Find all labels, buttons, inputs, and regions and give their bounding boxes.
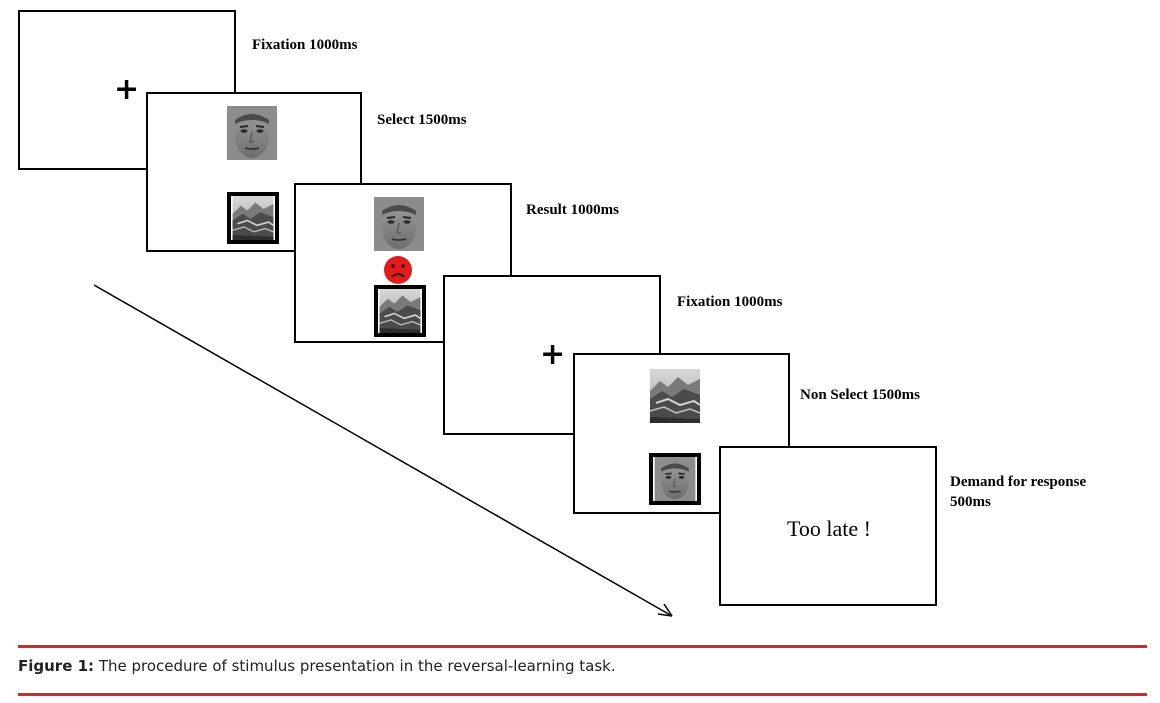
- mountain-stimulus-icon: [374, 285, 426, 337]
- demand-response-screen: Too late !: [719, 446, 937, 606]
- procedure-diagram: + Fixation 1000ms Select 1500ms Result 1…: [18, 10, 1087, 617]
- figure-caption: Figure 1: The procedure of stimulus pres…: [18, 657, 616, 675]
- step-label-select: Select 1500ms: [377, 112, 467, 128]
- time-arrow-icon: [93, 284, 673, 617]
- step-label-demand-line2: 500ms: [950, 494, 991, 510]
- face-stimulus-icon: [649, 453, 701, 505]
- sad-face-icon: [384, 256, 412, 284]
- caption-rule-bottom: [18, 693, 1147, 696]
- fixation-cross: +: [540, 337, 566, 372]
- caption-label: Figure 1:: [18, 657, 95, 675]
- mountain-stimulus-icon: [227, 192, 279, 244]
- fixation-cross: +: [114, 72, 140, 107]
- step-label-fixation-1: Fixation 1000ms: [252, 37, 358, 53]
- caption-rule-top: [18, 645, 1147, 648]
- step-label-non-select: Non Select 1500ms: [800, 387, 920, 403]
- too-late-message: Too late !: [787, 516, 871, 541]
- caption-text: The procedure of stimulus presentation i…: [94, 657, 616, 675]
- fixation-screen-1: +: [18, 10, 236, 170]
- step-label-fixation-2: Fixation 1000ms: [677, 294, 783, 310]
- step-label-demand-line1: Demand for response: [950, 474, 1087, 490]
- step-label-result: Result 1000ms: [526, 202, 619, 218]
